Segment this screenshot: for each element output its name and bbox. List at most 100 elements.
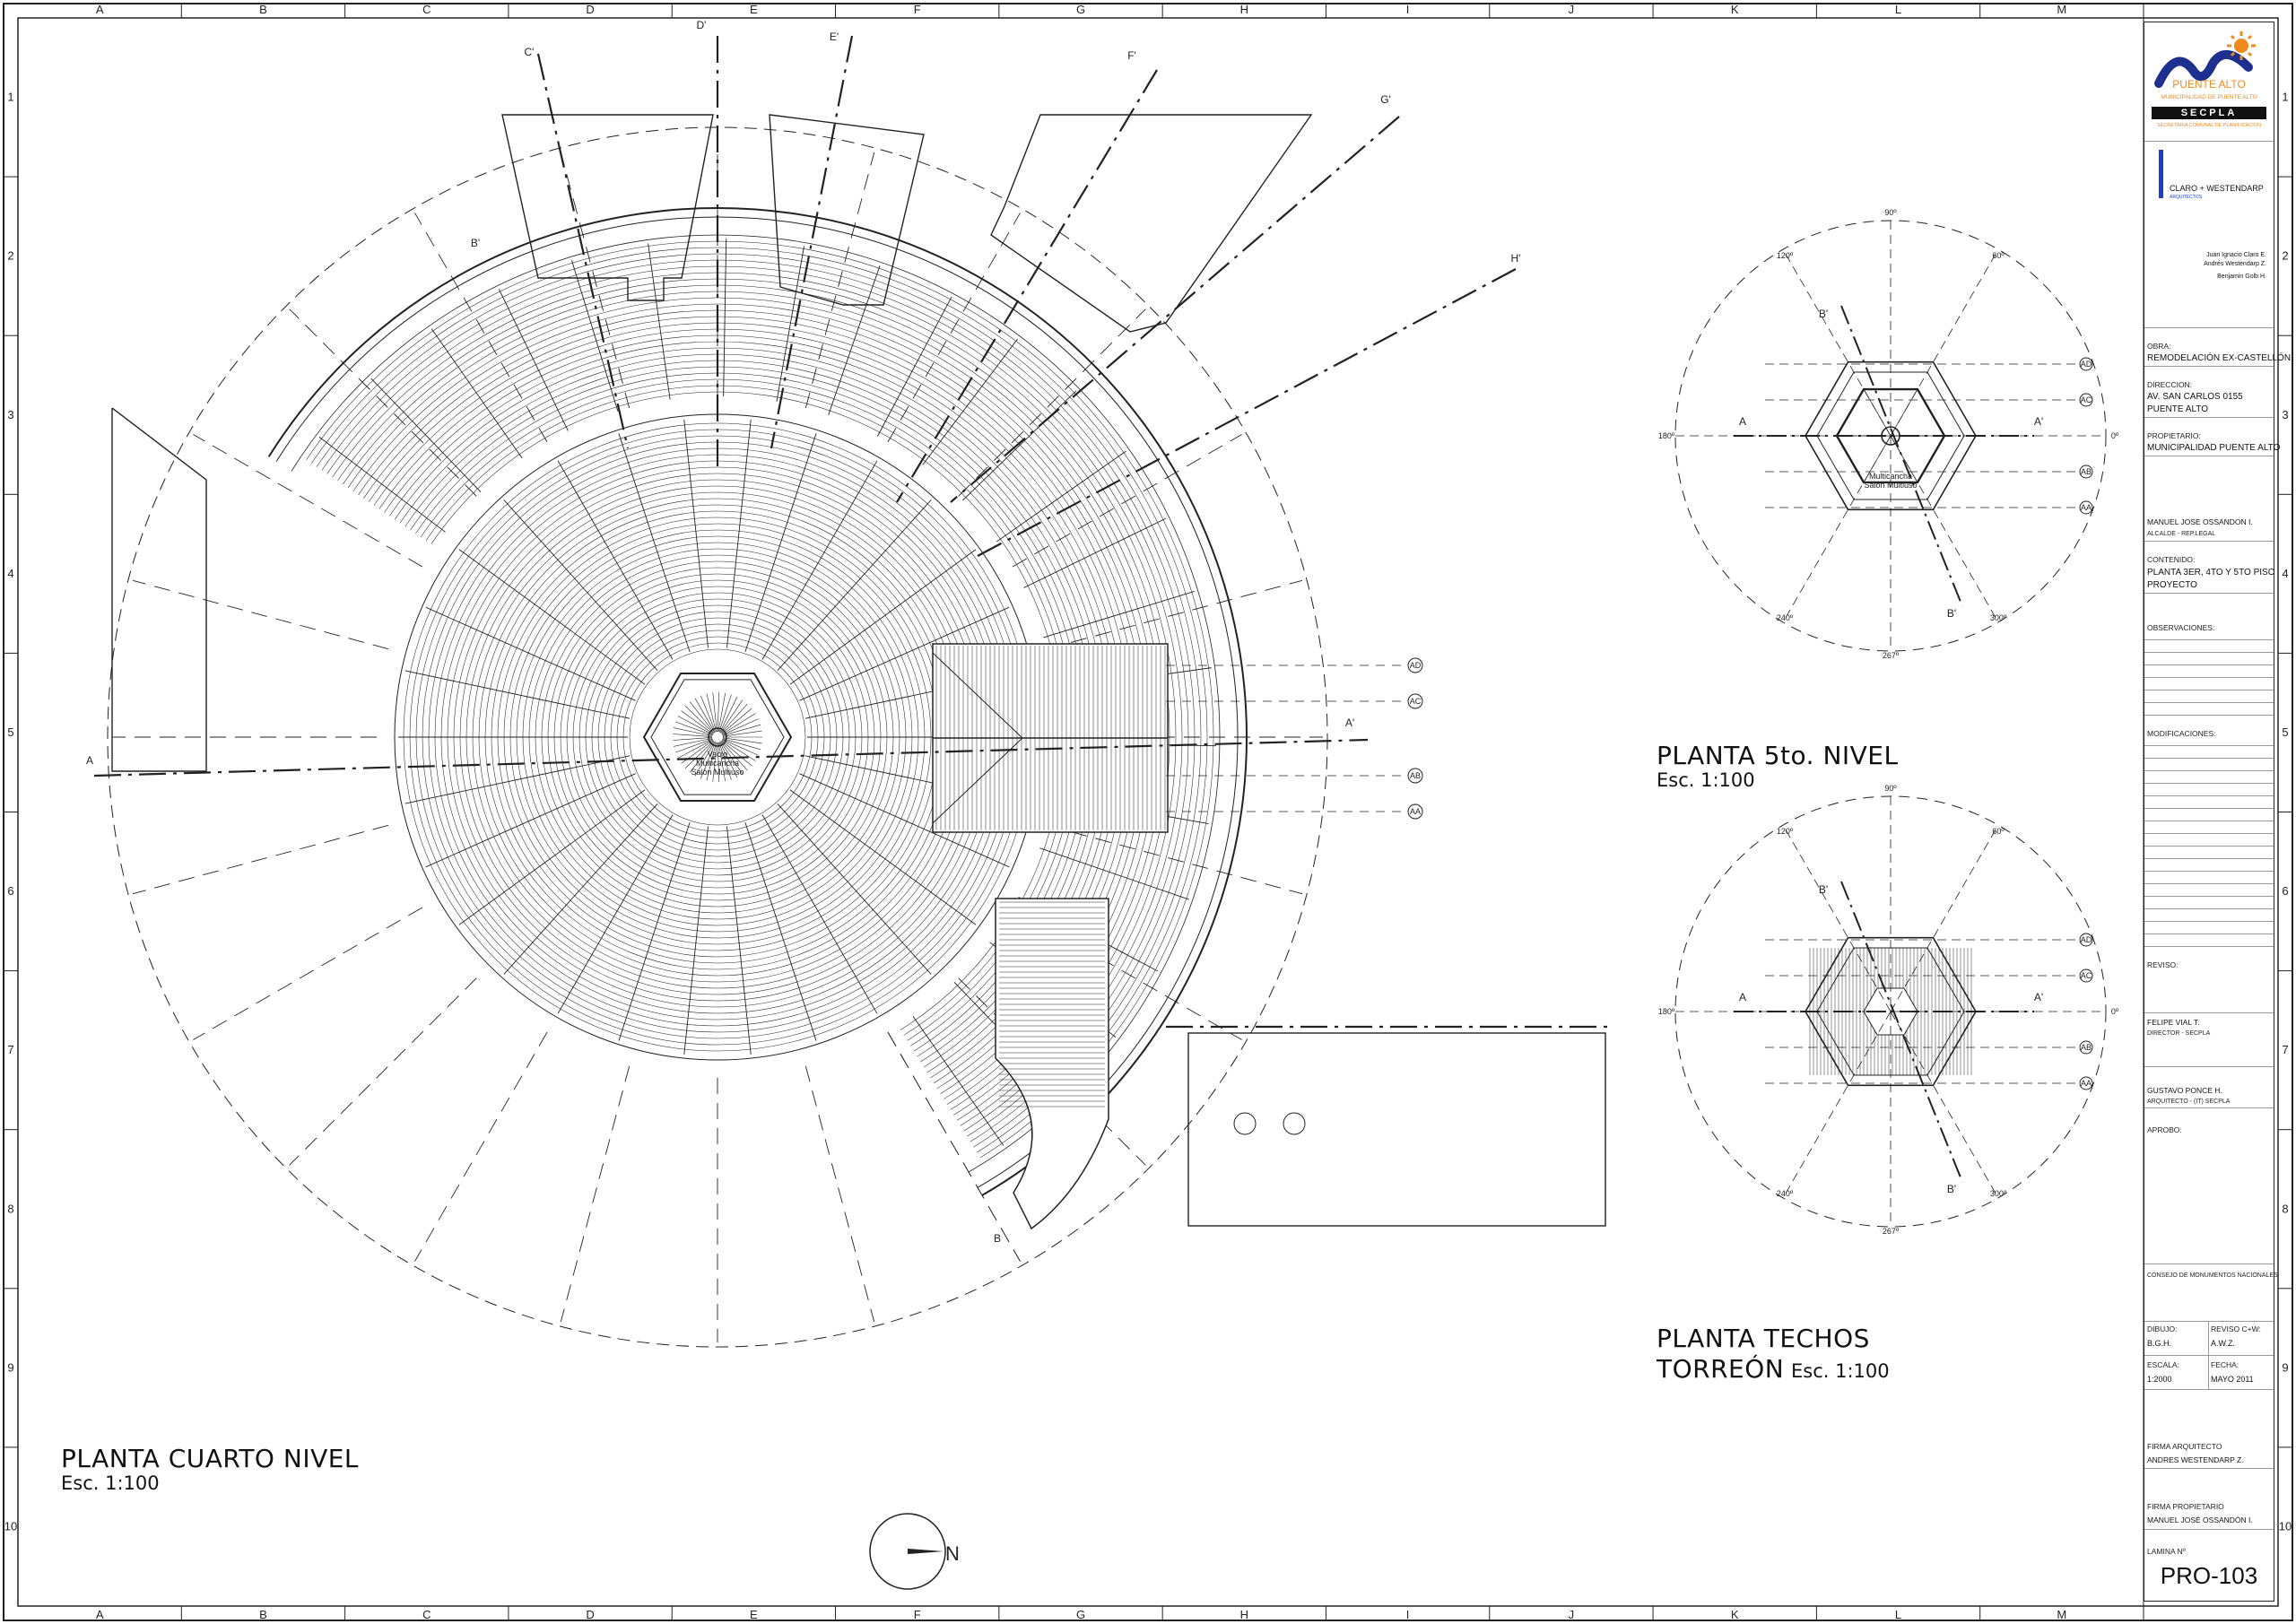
grid-row-label-right: 10 bbox=[2279, 1519, 2292, 1533]
central-void-hatch bbox=[673, 692, 762, 782]
hatch-line bbox=[722, 718, 759, 735]
annex-column bbox=[1233, 1112, 1257, 1135]
reference-line bbox=[887, 213, 1021, 443]
ruled-line bbox=[2144, 770, 2274, 771]
grid-row-label-left: 10 bbox=[4, 1519, 17, 1533]
section-a bbox=[93, 738, 1369, 777]
section-tag: F' bbox=[1127, 49, 1136, 62]
axis-bubble bbox=[2079, 393, 2093, 407]
axis-bubble bbox=[2079, 500, 2093, 515]
hatch-line bbox=[718, 742, 726, 782]
aisle-line bbox=[877, 296, 952, 437]
grid-col-label-top: F bbox=[914, 3, 921, 16]
north-label: N bbox=[945, 1542, 960, 1565]
hatch-line bbox=[717, 692, 720, 733]
propietario-value: MUNICIPALIDAD PUENTE ALTO bbox=[2147, 443, 2281, 453]
grid-col-label-bottom: I bbox=[1406, 1608, 1410, 1621]
reference-line bbox=[804, 1065, 875, 1323]
contenido-label: CONTENIDO: bbox=[2147, 555, 2196, 564]
municipality-subtitle: MUNICIPALIDAD DE PUENTE ALTO bbox=[2161, 94, 2257, 100]
section-tag: A bbox=[1739, 415, 1746, 428]
angle-label: 180º bbox=[1658, 431, 1675, 440]
architects-subtitle: ARQUITECTOS bbox=[2170, 195, 2203, 200]
aisle-line bbox=[776, 246, 804, 402]
aisle-line bbox=[458, 789, 646, 925]
aisle-line bbox=[777, 803, 932, 975]
grid-row-label-left: 2 bbox=[7, 249, 13, 263]
section-tag: D' bbox=[697, 19, 707, 31]
angle-label: 90º bbox=[1884, 208, 1897, 217]
north-arrow-pointer bbox=[908, 1549, 944, 1554]
consejo-label: CONSEJO DE MONUMENTOS NACIONALES bbox=[2147, 1272, 2278, 1279]
grid-col-label-bottom: J bbox=[1569, 1608, 1575, 1621]
reference-line bbox=[414, 1031, 548, 1262]
aisle-line bbox=[683, 419, 709, 648]
grid-col-label-bottom: M bbox=[2057, 1608, 2066, 1621]
hatch-line bbox=[718, 694, 732, 733]
fecha-label: FECHA: bbox=[2211, 1360, 2239, 1369]
section-tag: B' bbox=[1819, 308, 1828, 320]
ruled-line bbox=[2144, 871, 2274, 872]
reference-line bbox=[193, 907, 423, 1040]
north-room-1 bbox=[501, 114, 714, 301]
grid-col-label-top: J bbox=[1569, 3, 1575, 16]
section-tag: A' bbox=[2034, 991, 2043, 1003]
reference-line bbox=[1012, 434, 1242, 568]
reference-line bbox=[560, 1065, 631, 1323]
north-room-2 bbox=[769, 114, 925, 306]
southeast-wing-hatch bbox=[999, 901, 1105, 1107]
title-block: PUENTE ALTO MUNICIPALIDAD DE PUENTE ALTO… bbox=[2144, 22, 2291, 1602]
hatch-line bbox=[706, 742, 717, 781]
aisle-line bbox=[912, 1016, 1004, 1146]
aisle-line bbox=[503, 803, 658, 975]
outer-balcony bbox=[291, 234, 1221, 1173]
contenido-value-2: PROYECTO bbox=[2147, 580, 2197, 590]
section-tag: G' bbox=[1380, 93, 1391, 106]
hatch-line bbox=[674, 737, 713, 747]
direccion-value-2: PUENTE ALTO bbox=[2147, 404, 2208, 414]
grid-col-label-bottom: L bbox=[1895, 1608, 1901, 1621]
axis-bubble bbox=[1407, 693, 1423, 709]
roof-plan-title-line2: TORREÓN bbox=[1657, 1354, 1785, 1384]
puente-alto-logo-icon bbox=[2154, 31, 2256, 88]
reference-line bbox=[1012, 907, 1242, 1040]
axis-bubble-label: AD bbox=[2081, 360, 2092, 369]
axis-bubble-label: AC bbox=[1410, 697, 1422, 706]
axis-bubble bbox=[2079, 968, 2093, 983]
aisle-line bbox=[799, 606, 1010, 701]
grid-col-label-top: K bbox=[1731, 3, 1739, 16]
ruled-line bbox=[2144, 652, 2274, 653]
angle-label: 0º bbox=[2111, 1007, 2119, 1016]
grid-row-label-left: 9 bbox=[7, 1360, 13, 1374]
west-annex bbox=[111, 407, 207, 772]
grid-col-label-top: M bbox=[2057, 3, 2066, 16]
escala-value: 1:2000 bbox=[2147, 1375, 2172, 1384]
axis-bubble bbox=[2079, 465, 2093, 479]
modificaciones-label: MODIFICACIONES: bbox=[2147, 729, 2216, 738]
grid-row-label-right: 2 bbox=[2282, 249, 2288, 263]
aisle-line bbox=[799, 773, 1010, 868]
section-c bbox=[536, 53, 630, 449]
aisle-line bbox=[425, 606, 636, 701]
grid-col-label-bottom: E bbox=[750, 1608, 758, 1621]
section-g bbox=[950, 116, 1400, 503]
outer-wall-inner bbox=[275, 216, 1239, 1188]
aisle-line bbox=[648, 243, 671, 400]
aisle-line bbox=[557, 814, 674, 1014]
central-column bbox=[708, 727, 727, 747]
aisle-line bbox=[744, 821, 817, 1041]
aisle-line bbox=[404, 670, 631, 719]
direccion-label: DIRECCION: bbox=[2147, 380, 2193, 389]
architect-name-3: Benjamin Golb H. bbox=[2217, 274, 2266, 280]
reference-line bbox=[289, 977, 477, 1166]
ruled-line bbox=[2144, 808, 2274, 809]
aisle-line bbox=[404, 755, 631, 804]
reference-circle bbox=[107, 126, 1328, 1348]
hatch-line bbox=[722, 738, 761, 751]
hatch-line bbox=[674, 727, 713, 737]
obra-value: REMODELACIÓN EX-CASTELLÓN bbox=[2147, 353, 2292, 363]
hatch-line bbox=[706, 693, 717, 733]
ruled-line bbox=[2144, 908, 2274, 909]
